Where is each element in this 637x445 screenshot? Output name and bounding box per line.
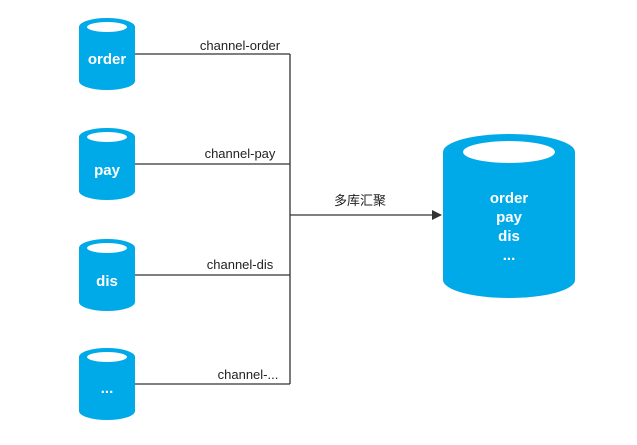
connector-lines <box>135 53 442 385</box>
cylinder-top-icon <box>87 22 127 32</box>
channel-label: channel-... <box>218 367 279 382</box>
cylinder-top-icon <box>87 243 127 253</box>
target-db-line: order <box>490 190 529 207</box>
channel-label: channel-order <box>200 38 281 53</box>
aggregate-label: 多库汇聚 <box>334 193 386 209</box>
target-db-line: dis <box>498 228 520 245</box>
target-db: order pay dis ... <box>443 134 575 298</box>
channel-label: channel-dis <box>207 257 274 272</box>
source-db-label: ... <box>101 380 114 397</box>
source-db-label: dis <box>96 273 118 290</box>
source-db-label: order <box>88 51 127 68</box>
cylinder-top-icon <box>463 141 555 163</box>
source-db-label: pay <box>94 162 121 179</box>
target-db-line: ... <box>503 247 516 264</box>
source-db-pay: pay <box>79 128 135 200</box>
target-db-line: pay <box>496 209 523 226</box>
cylinder-top-icon <box>87 352 127 362</box>
cylinder-top-icon <box>87 132 127 142</box>
channel-label: channel-pay <box>205 146 276 161</box>
source-db-order: order <box>79 18 135 90</box>
source-db-dis: dis <box>79 239 135 311</box>
source-db-more: ... <box>79 348 135 420</box>
